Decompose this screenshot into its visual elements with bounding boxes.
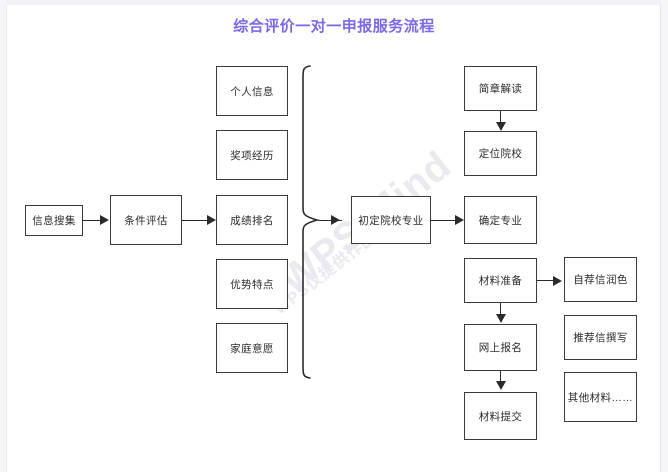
node-other-materials[interactable]: 其他材料…… [564,372,637,422]
arrowhead-info-to-condition [100,215,109,225]
node-confirm-major[interactable]: 确定专业 [464,196,537,244]
page-frame-left-rule [6,5,7,472]
arrowhead-online-to-submit [495,381,506,390]
node-material-prep[interactable]: 材料准备 [464,258,537,303]
edge-condition-to-score [182,219,208,221]
page-frame-right-rule [660,5,661,472]
page-frame-right [661,0,668,472]
edge-info-to-condition [83,219,101,221]
edge-preselect-to-confirm [431,219,457,221]
node-material-submit[interactable]: 材料提交 [464,392,537,440]
node-info-collect[interactable]: 信息搜集 [25,205,83,236]
page-frame-left [0,0,6,472]
node-brochure-read[interactable]: 简章解读 [464,66,537,111]
node-rec-letter[interactable]: 推荐信撰写 [564,315,637,360]
node-online-apply[interactable]: 网上报名 [464,324,537,371]
diagram-title: 综合评价一对一申报服务流程 [233,18,435,35]
grouping-brace [302,65,320,379]
edge-online-to-submit [499,371,502,383]
edge-material-to-online [499,303,502,318]
page-frame-top [0,0,668,5]
node-family-wish[interactable]: 家庭意愿 [216,323,288,373]
arrowhead-material-to-online [495,314,506,323]
arrowhead-brace-to-preselect [331,215,340,225]
arrowhead-material-to-self-rec [553,275,562,286]
node-condition-eval[interactable]: 条件评估 [110,195,182,245]
node-strength-traits[interactable]: 优势特点 [216,259,288,309]
node-personal-info[interactable]: 个人信息 [216,66,288,116]
arrowhead-brochure-to-locate [495,122,506,131]
node-score-rank[interactable]: 成绩排名 [216,195,288,245]
edge-brace-to-preselect [318,219,342,221]
edge-brochure-to-locate [499,111,502,126]
edge-material-to-self-rec [537,280,555,282]
arrowhead-condition-to-score [207,215,216,225]
node-preselect-major[interactable]: 初定院校专业 [351,196,431,244]
arrowhead-preselect-to-confirm [455,215,464,225]
node-locate-school[interactable]: 定位院校 [464,131,537,176]
node-self-rec-letter[interactable]: 自荐信润色 [564,257,637,302]
node-award-history[interactable]: 奖项经历 [216,130,288,180]
